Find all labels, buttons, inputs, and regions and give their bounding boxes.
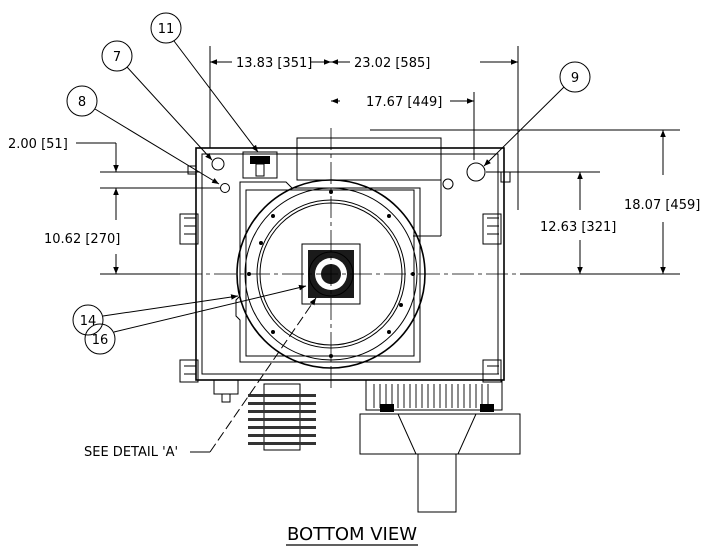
dim-10-62: 10.62 [270] (44, 232, 120, 247)
callout-balloons: 11 7 8 9 14 16 (66, 12, 591, 355)
pulley-stack (248, 383, 316, 451)
view-title: BOTTOM VIEW (286, 524, 418, 546)
detail-note: SEE DETAIL 'A' (84, 297, 317, 460)
dim-17-67: 17.67 [449] (366, 95, 442, 110)
balloon-9: 9 (571, 71, 579, 86)
dim-12-63: 12.63 [321] (540, 220, 616, 235)
heatsink-assembly (359, 379, 521, 513)
balloon-14: 14 (80, 314, 97, 329)
dim-18-07: 18.07 [459] (624, 198, 700, 213)
balloon-7: 7 (113, 50, 121, 65)
center-lines (180, 128, 520, 390)
see-detail-a-note: SEE DETAIL 'A' (84, 445, 178, 460)
dim-23-02: 23.02 [585] (354, 56, 430, 71)
dimension-lines (76, 46, 680, 275)
dim-2-00: 2.00 [51] (8, 137, 68, 152)
balloon-16: 16 (92, 333, 109, 348)
balloon-11: 11 (158, 22, 175, 37)
view-title-text: BOTTOM VIEW (287, 524, 417, 545)
port-holes (211, 151, 486, 193)
balloon-8: 8 (78, 95, 86, 110)
dim-13-83: 13.83 [351] (236, 56, 312, 71)
dimension-labels: 13.83 [351] 23.02 [585] 17.67 [449] 2.00… (8, 56, 700, 247)
